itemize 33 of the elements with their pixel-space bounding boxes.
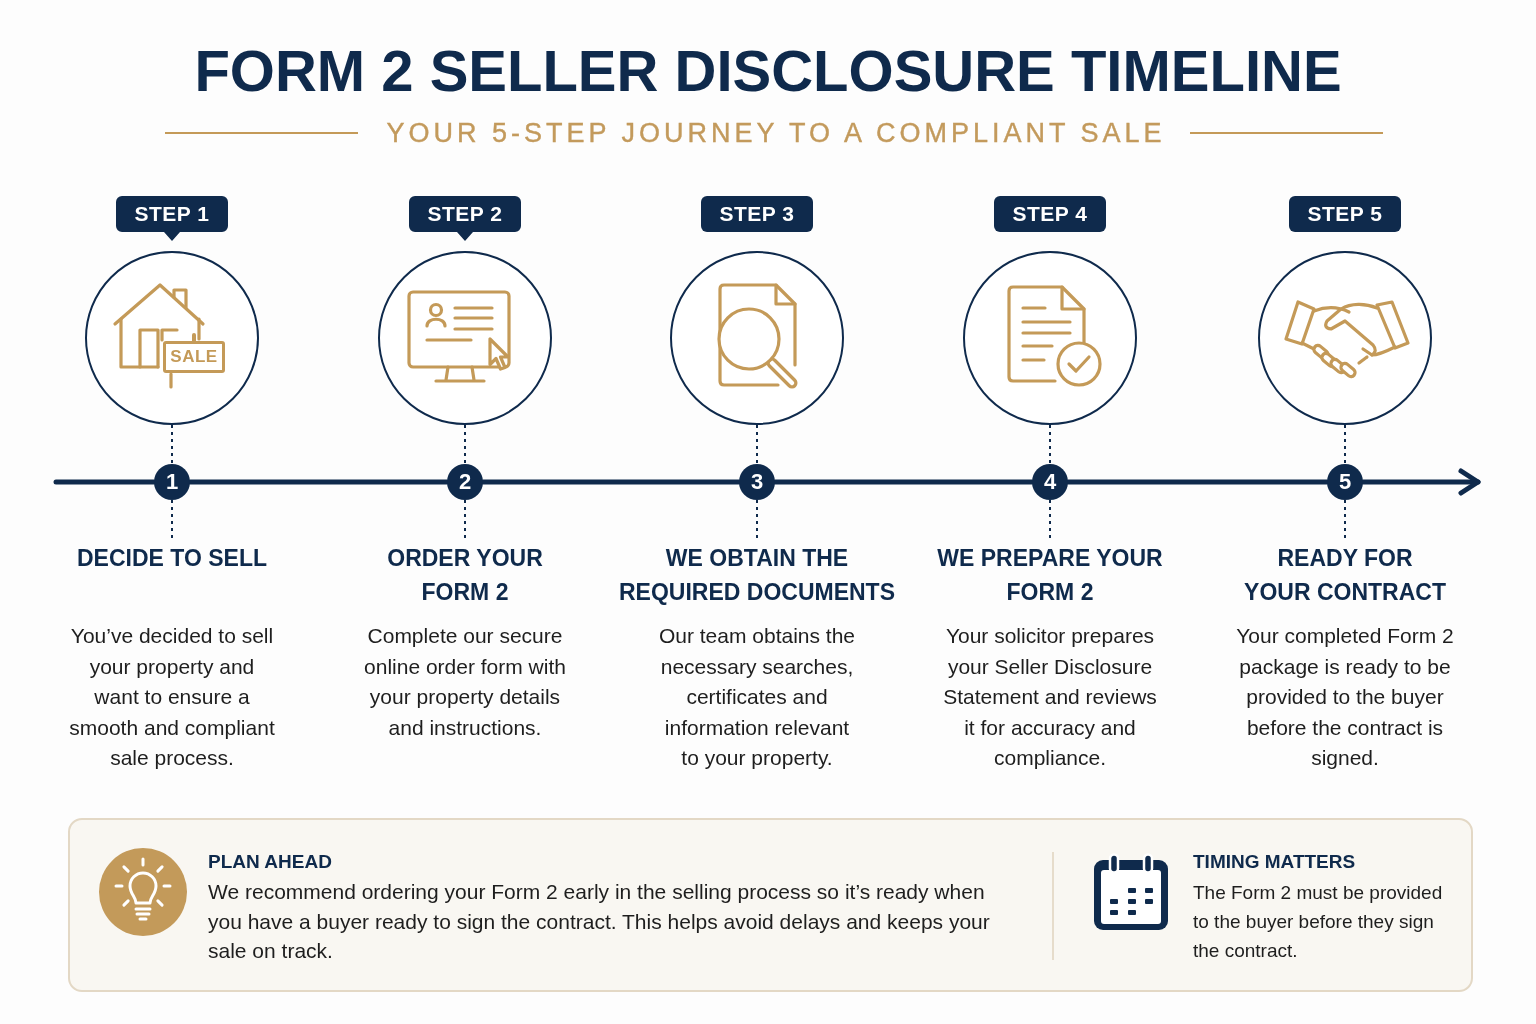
- step-heading: READY FOR YOUR CONTRACT: [1243, 544, 1447, 607]
- tip-heading: TIMING MATTERS: [1193, 850, 1356, 874]
- number-marker: 5: [1327, 464, 1363, 500]
- step-description: Your completed Form 2 package is ready to be provided to the buyer before the contract is signed.: [1235, 623, 1455, 771]
- step-badge: STEP 3: [701, 196, 813, 232]
- dotted-line: [1049, 424, 1051, 465]
- tip-panel: [68, 818, 1473, 992]
- tip-heading: PLAN AHEAD: [208, 850, 332, 874]
- step-heading: WE OBTAIN THE REQUIRED DOCUMENTS: [618, 544, 896, 607]
- step-description: Our team obtains the necessary searches, certificates and information relevant to your property.: [657, 623, 857, 771]
- dotted-line: [171, 424, 173, 465]
- sale-sign: SALE: [163, 341, 225, 373]
- number-marker: 1: [154, 464, 190, 500]
- title: FORM 2 SELLER DISCLOSURE TIMELINE: [194, 39, 1342, 103]
- tip-text: The Form 2 must be provided to the buyer before they sign the contract.: [1193, 881, 1444, 963]
- step-heading: DECIDE TO SELL: [77, 544, 267, 573]
- step-badge: STEP 2: [409, 196, 521, 241]
- step-badge: STEP 5: [1289, 196, 1401, 232]
- step-heading: ORDER YOUR FORM 2: [386, 544, 544, 607]
- dotted-line: [756, 424, 758, 465]
- step-badge: STEP 4: [994, 196, 1106, 232]
- number-marker: 4: [1032, 464, 1068, 500]
- dotted-line: [464, 424, 466, 465]
- step-description: Complete our secure online order form with your property details and instructions.: [363, 623, 567, 741]
- step-badge: STEP 1: [116, 196, 228, 241]
- step-description: You’ve decided to sell your property and want to ensure a smooth and compliant sale process.: [68, 623, 276, 771]
- number-marker: 3: [739, 464, 775, 500]
- step-description: Your solicitor prepares your Seller Disclosure Statement and reviews it for accuracy and compliance.: [942, 623, 1158, 771]
- number-marker: 2: [447, 464, 483, 500]
- subtitle: YOUR 5-STEP JOURNEY TO A COMPLIANT SALE: [386, 117, 1166, 149]
- tip-text: We recommend ordering your Form 2 early in the selling process so it’s ready when you have a buyer ready to sign the contract. This helps avoid delays and keeps your sale on track.: [208, 879, 991, 964]
- dotted-line: [1344, 424, 1346, 465]
- step-heading: WE PREPARE YOUR FORM 2: [936, 544, 1164, 607]
